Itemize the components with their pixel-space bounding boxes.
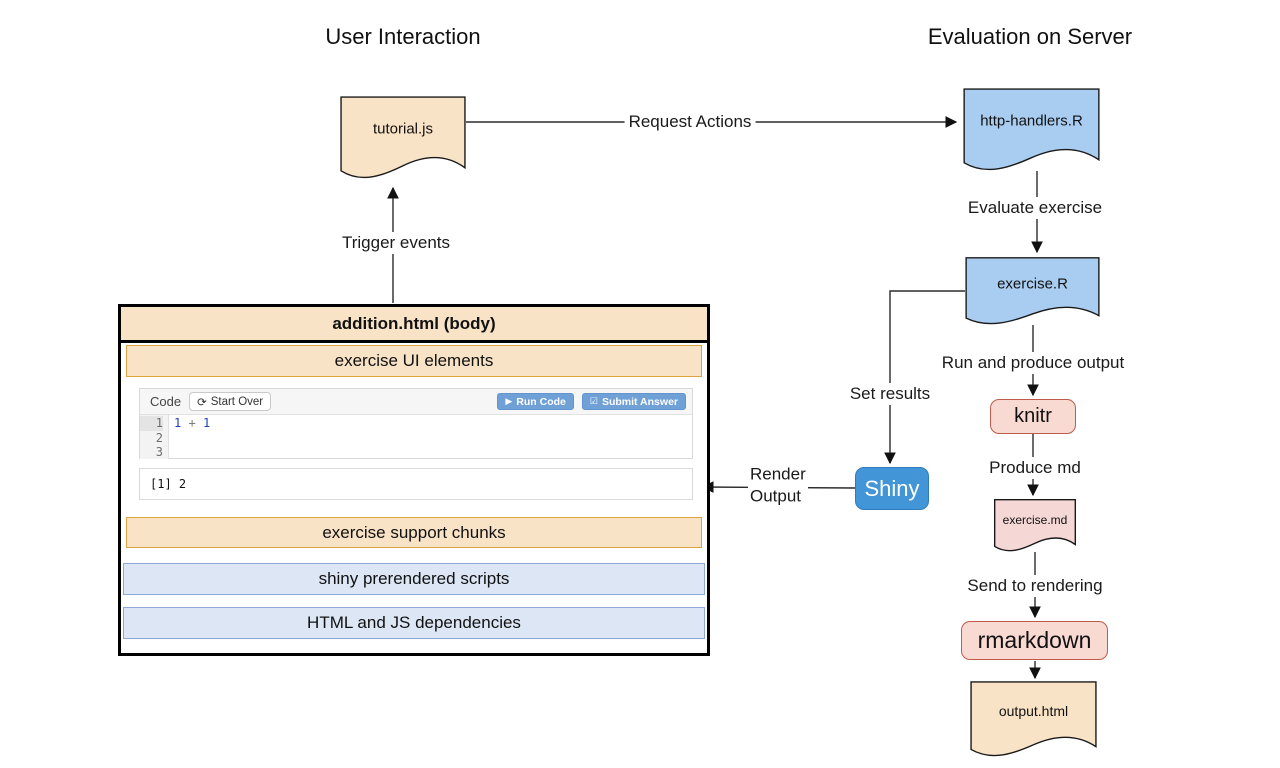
node-tutorial-js-label: tutorial.js [372,120,434,138]
line-number: 3 [155,445,163,459]
node-http-handlers-label: http-handlers.R [980,112,1083,130]
node-output-html-label: output.html [998,703,1069,719]
checkbox-icon: ☑ [589,396,598,406]
play-icon: ▶ [505,396,513,406]
edge-label-produce-md: Produce md [985,457,1085,479]
node-rmarkdown: rmarkdown [961,621,1108,660]
code-chunk-label: Code [150,394,182,409]
node-output-html: output.html [970,681,1097,756]
edge-label-trigger-events: Trigger events [337,232,455,254]
node-rmarkdown-label: rmarkdown [977,627,1092,653]
code-token: 1 [202,416,211,430]
run-code-label: Run Code [516,395,566,408]
bar-html-js-label: HTML and JS dependencies [307,613,521,632]
edge-label-set-results: Set results [845,383,935,405]
heading-user-interaction: User Interaction [325,24,481,49]
edge-label-render-output: Render Output [748,462,808,510]
start-over-button[interactable]: ⟳ Start Over [189,392,272,411]
exercise-output-box: [1] 2 [139,468,693,500]
node-http-handlers: http-handlers.R [963,88,1100,170]
addition-html-title-label: addition.html (body) [332,313,496,333]
submit-answer-label: Submit Answer [601,395,678,408]
bar-shiny-prerendered-scripts: shiny prerendered scripts [123,563,705,595]
start-over-label: Start Over [210,395,264,408]
code-edit-area[interactable]: 1 2 3 1 + 1 [140,415,692,459]
code-token: 1 [174,416,182,430]
node-knitr: knitr [990,399,1076,434]
node-exercise-r: exercise.R [965,257,1100,324]
bar-exercise-ui-label: exercise UI elements [334,351,494,370]
bar-shiny-scripts-label: shiny prerendered scripts [318,569,510,588]
editor-toolbar: Code ⟳ Start Over ▶ Run Code ☑ Submit An… [140,389,692,415]
exercise-code-editor: Code ⟳ Start Over ▶ Run Code ☑ Submit An… [139,388,693,459]
exercise-output-text: [1] 2 [150,477,187,491]
code-token: + [188,416,196,430]
refresh-icon: ⟳ [197,396,207,409]
submit-answer-button[interactable]: ☑ Submit Answer [581,393,686,410]
node-exercise-md-label: exercise.md [1002,512,1068,527]
node-shiny: Shiny [855,467,929,510]
bar-exercise-ui-elements: exercise UI elements [126,345,702,377]
addition-html-box: addition.html (body) exercise UI element… [118,304,710,656]
bar-exercise-support-chunks: exercise support chunks [126,517,702,548]
line-number-gutter: 1 2 3 [140,415,169,459]
bar-support-chunks-label: exercise support chunks [322,522,506,542]
node-exercise-r-label: exercise.R [997,275,1068,293]
edge-label-request-actions: Request Actions [624,111,756,133]
line-number: 1 [140,416,163,431]
edge-label-run-and-produce: Run and produce output [937,352,1129,374]
addition-html-title: addition.html (body) [121,307,707,343]
edge-label-send-to-rendering: Send to rendering [963,575,1107,597]
node-tutorial-js: tutorial.js [340,96,466,178]
heading-evaluation-server: Evaluation on Server [927,24,1133,49]
code-line: 1 + 1 [169,415,210,459]
node-shiny-label: Shiny [864,475,920,501]
node-knitr-label: knitr [1014,405,1052,427]
edge-label-evaluate-exercise: Evaluate exercise [963,197,1107,219]
line-number: 2 [155,430,163,445]
run-code-button[interactable]: ▶ Run Code [497,393,574,410]
bar-html-js-dependencies: HTML and JS dependencies [123,607,705,639]
node-exercise-md: exercise.md [994,499,1076,551]
